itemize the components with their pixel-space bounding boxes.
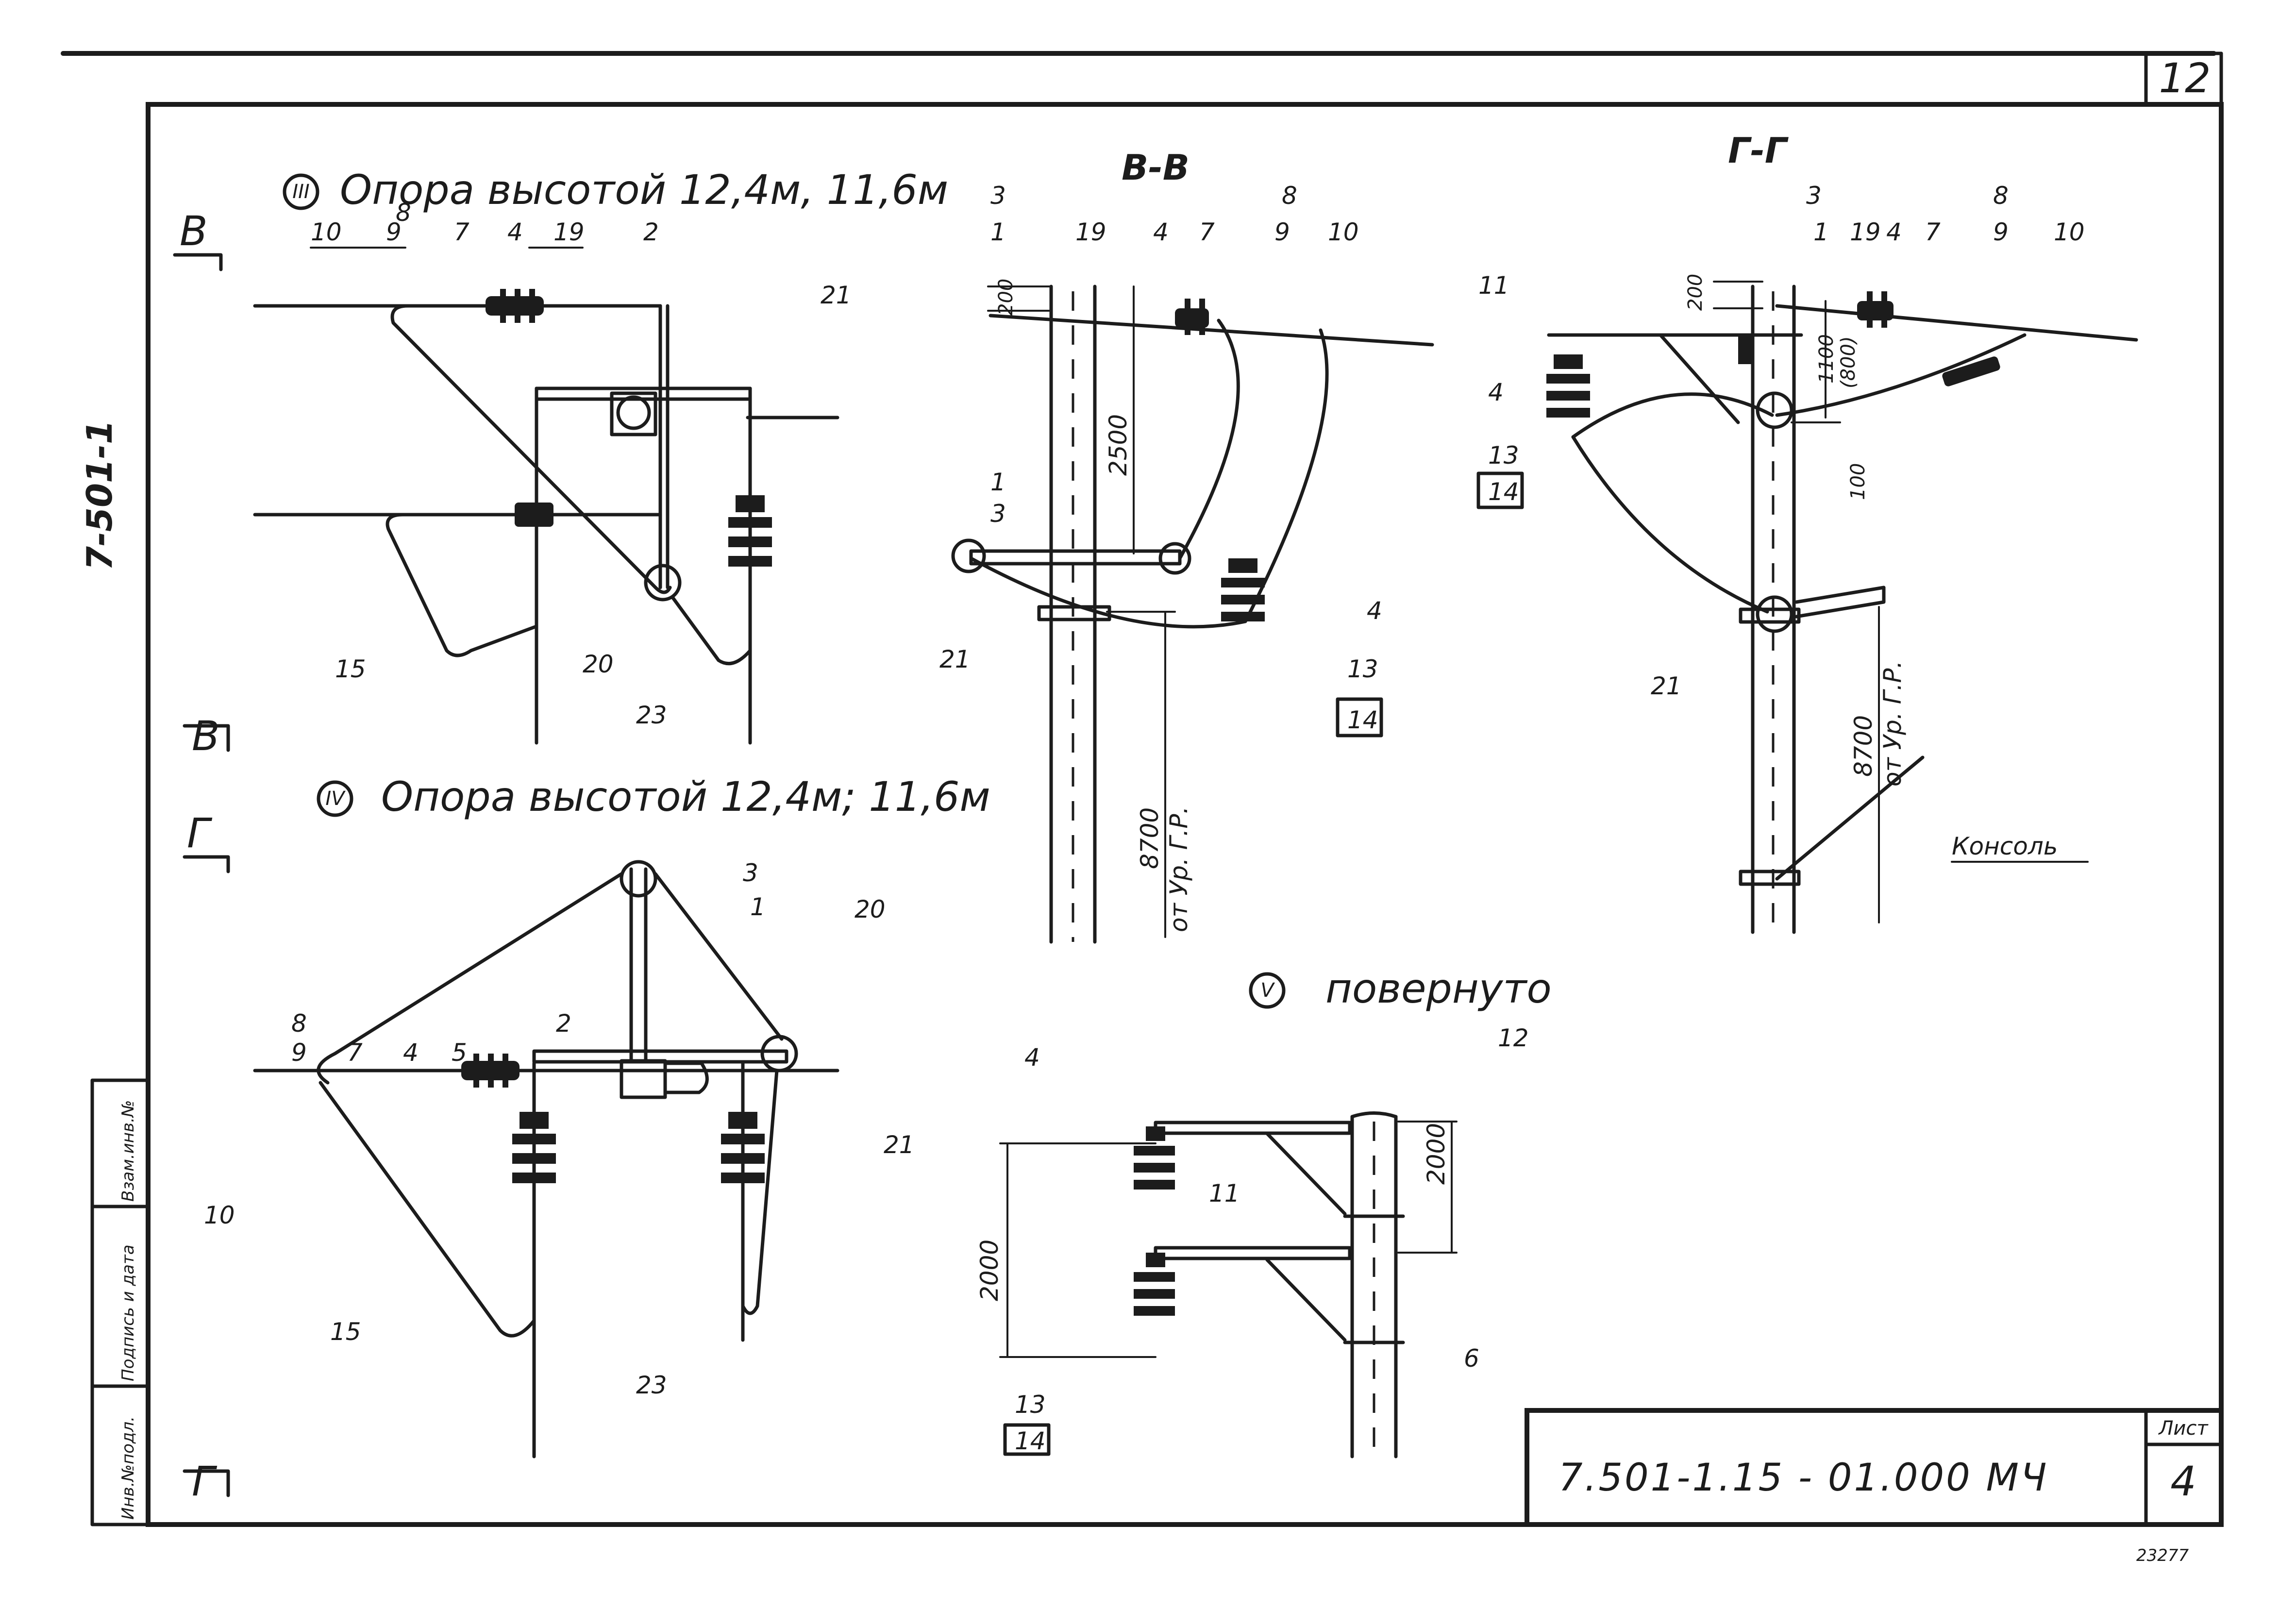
- callout-V-11: 11: [1209, 1179, 1240, 1207]
- dim-BB-ground: от Ур. Г.Р.: [1165, 806, 1193, 932]
- callout-III-2: 2: [643, 218, 659, 246]
- callout-IV-23: 23: [636, 1371, 667, 1399]
- callout-IV-10: 10: [204, 1201, 235, 1229]
- callout-BB-4: 4: [1153, 218, 1169, 246]
- view-III-marker: III: [292, 181, 309, 203]
- callout-IV-15: 15: [330, 1318, 361, 1346]
- section-mark-G-top: Г: [187, 809, 213, 857]
- dim-GG-800: (800): [1837, 336, 1860, 388]
- dim-BB-2500: 2500: [1104, 414, 1132, 476]
- console-label: Консоль: [1952, 832, 2058, 860]
- side-code: 7-501-1: [79, 420, 120, 570]
- stamp-field-signature: Подпись и дата: [118, 1244, 138, 1381]
- stamp-field-original: Инв.№подл.: [118, 1416, 138, 1520]
- callout-V-6: 6: [1464, 1344, 1479, 1373]
- callout-BB-9: 9: [1274, 218, 1290, 246]
- callout-BB-3b: 3: [990, 500, 1006, 528]
- view-V: V повернуто 4 12 11 13 14 6 2000 2000: [975, 965, 1552, 1458]
- callout-IV-8: 8: [291, 1009, 307, 1038]
- callout-V-13: 13: [1015, 1391, 1046, 1419]
- callout-GG-11: 11: [1478, 271, 1509, 300]
- callout-GG-13: 13: [1488, 441, 1519, 469]
- callout-BB-7: 7: [1199, 218, 1215, 246]
- page-number: 12: [2159, 54, 2211, 102]
- view-BB-title: В-В: [1122, 147, 1190, 188]
- stamp-field-inv: Взам.инв.№: [118, 1100, 138, 1202]
- callout-V-14: 14: [1015, 1427, 1046, 1455]
- dim-GG-100: 100: [1847, 463, 1869, 500]
- callout-IV-5: 5: [452, 1039, 467, 1067]
- archive-number: 23277: [2136, 1546, 2189, 1565]
- callout-IV-1: 1: [750, 893, 766, 921]
- callout-GG-4: 4: [1886, 218, 1902, 246]
- view-IV-marker: IV: [325, 788, 346, 810]
- callout-GG-9: 9: [1993, 218, 2009, 246]
- drawing-designation: 7.501-1.15 - 01.000 МЧ: [1559, 1456, 2048, 1500]
- callout-V-4: 4: [1024, 1043, 1040, 1072]
- callout-IV-3: 3: [743, 859, 758, 887]
- callout-GG-1: 1: [1813, 218, 1829, 246]
- callout-BB-13: 13: [1347, 655, 1378, 683]
- callout-III-23: 23: [636, 701, 667, 729]
- callout-IV-9: 9: [291, 1039, 307, 1067]
- view-BB: В-В 3 1 19 4 7 8 9 10 1 3 4 21 13 14: [939, 147, 1434, 944]
- callout-GG-10: 10: [2054, 218, 2085, 246]
- callout-BB-3: 3: [990, 182, 1006, 210]
- callout-III-20: 20: [583, 650, 614, 678]
- callout-BB-21: 21: [939, 645, 971, 673]
- view-GG: Г-Г 3 1 19 4 7 8 9 10: [1476, 130, 2138, 934]
- callout-BB-1b: 1: [990, 468, 1006, 496]
- view-IV: IV Опора высотой 12,4м; 11,6м Г Г 8 9 7 …: [183, 773, 990, 1505]
- callout-III-7: 7: [454, 218, 469, 246]
- view-V-title: повернуто: [1325, 965, 1552, 1012]
- dim-BB-8700: 8700: [1136, 807, 1164, 869]
- view-III: III Опора высотой 12,4м, 11,6м В В 10 9 …: [173, 166, 948, 760]
- callout-IV-7: 7: [347, 1039, 363, 1067]
- section-mark-B-bottom: В: [192, 712, 220, 760]
- callout-BB-14: 14: [1347, 706, 1378, 734]
- callout-III-21: 21: [821, 281, 852, 309]
- callout-BB-10: 10: [1328, 218, 1359, 246]
- dim-BB-200: 200: [995, 279, 1017, 316]
- view-IV-title: Опора высотой 12,4м; 11,6м: [381, 773, 990, 821]
- callout-GG-7: 7: [1925, 218, 1941, 246]
- view-GG-title: Г-Г: [1728, 130, 1789, 171]
- section-mark-B-top: В: [180, 207, 208, 255]
- callout-GG-21: 21: [1651, 672, 1682, 700]
- callout-IV-2: 2: [556, 1009, 571, 1038]
- callout-BB-1: 1: [990, 218, 1006, 246]
- dim-V-2000b: 2000: [1422, 1123, 1450, 1185]
- view-III-title: Опора высотой 12,4м, 11,6м: [340, 166, 948, 214]
- callout-IV-21: 21: [884, 1131, 915, 1159]
- callout-III-9: 9: [386, 218, 402, 246]
- dim-V-2000a: 2000: [975, 1240, 1004, 1301]
- callout-GG-3: 3: [1806, 182, 1822, 210]
- callout-III-10: 10: [311, 218, 342, 246]
- callout-GG-19: 19: [1850, 218, 1881, 246]
- callout-V-12: 12: [1498, 1024, 1529, 1052]
- dim-GG-ground: от Ур. Г.Р.: [1878, 661, 1907, 787]
- dim-GG-1100: 1100: [1815, 334, 1838, 384]
- dim-GG-200: 200: [1684, 274, 1707, 311]
- callout-BB-8: 8: [1282, 182, 1297, 210]
- callout-III-15: 15: [335, 655, 366, 683]
- sheet-frame: [61, 51, 2224, 1527]
- callout-GG-14: 14: [1488, 478, 1519, 506]
- callout-IV-20: 20: [855, 895, 886, 923]
- callout-BB-4b: 4: [1367, 597, 1382, 625]
- list-number: 4: [2170, 1458, 2196, 1505]
- callout-GG-8: 8: [1993, 182, 2009, 210]
- callout-III-19: 19: [553, 218, 585, 246]
- view-V-marker: V: [1260, 979, 1275, 1002]
- section-mark-G-bottom: Г: [192, 1458, 218, 1505]
- callout-BB-19: 19: [1075, 218, 1106, 246]
- dim-GG-8700: 8700: [1849, 715, 1877, 777]
- list-label: Лист: [2158, 1417, 2209, 1440]
- callout-GG-4b: 4: [1488, 378, 1504, 406]
- callout-III-4: 4: [507, 218, 523, 246]
- callout-IV-4: 4: [403, 1039, 419, 1067]
- callout-III-8: 8: [396, 199, 411, 227]
